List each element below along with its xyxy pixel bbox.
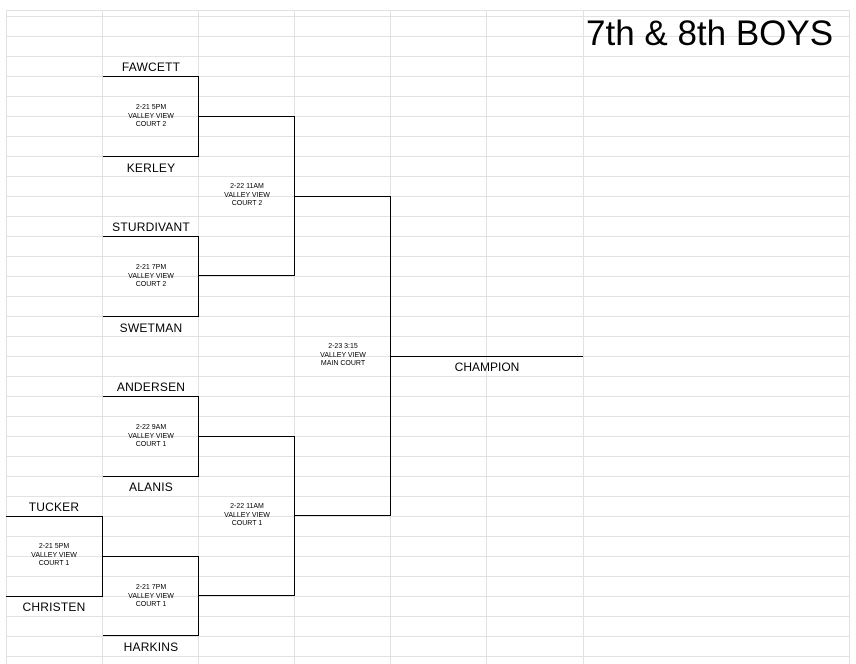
bracket-line <box>103 396 199 397</box>
grid-row-line <box>6 116 850 117</box>
team-fawcett: FAWCETT <box>121 60 181 74</box>
grid-row-line <box>6 296 850 297</box>
grid-row-line <box>6 576 850 577</box>
grid-row-line <box>6 76 850 77</box>
bracket-line <box>6 596 103 597</box>
team-tucker: TUCKER <box>28 500 80 514</box>
team-andersen: ANDERSEN <box>116 380 186 394</box>
grid-col-line <box>102 10 103 664</box>
bracket-line <box>198 396 199 477</box>
bracket-line <box>390 196 391 516</box>
bracket-line <box>103 236 199 237</box>
game-info-r2c: 2-22 9AM VALLEY VIEW COURT 1 <box>128 424 174 449</box>
champion-line <box>391 356 583 357</box>
grid-row-line <box>6 396 850 397</box>
bracket-line <box>103 556 199 557</box>
bracket-line <box>103 156 199 157</box>
grid-col-line <box>486 10 487 664</box>
grid-row-line <box>6 16 850 17</box>
team-christen: CHRISTEN <box>22 600 86 614</box>
game-info-r2a: 2-21 5PM VALLEY VIEW COURT 2 <box>128 104 174 129</box>
bracket-line <box>198 236 199 317</box>
team-kerley: KERLEY <box>126 161 176 175</box>
bracket-line <box>199 436 295 437</box>
grid-row-line <box>6 10 850 11</box>
game-info-r2b: 2-21 7PM VALLEY VIEW COURT 2 <box>128 264 174 289</box>
grid-row-line <box>6 556 850 557</box>
bracket-line <box>199 116 295 117</box>
grid-row-line <box>6 156 850 157</box>
grid-row-line <box>6 196 850 197</box>
grid-row-line <box>6 516 850 517</box>
team-harkins: HARKINS <box>123 640 179 654</box>
bracket-line <box>103 76 199 77</box>
game-info-r1: 2-21 5PM VALLEY VIEW COURT 1 <box>31 543 77 568</box>
grid-row-line <box>6 496 850 497</box>
grid-row-line <box>6 56 850 57</box>
grid-col-line <box>198 10 199 664</box>
team-alanis: ALANIS <box>129 480 173 494</box>
grid-col-line <box>849 10 850 664</box>
bracket-line <box>102 516 103 596</box>
champion-label: CHAMPION <box>454 360 520 374</box>
game-info-final: 2-23 3:15 VALLEY VIEW MAIN COURT <box>320 343 366 368</box>
bracket-line <box>294 116 295 276</box>
bracket-line <box>103 635 199 636</box>
bracket-line <box>103 476 199 477</box>
bracket-line <box>198 556 199 636</box>
grid-row-line <box>6 236 850 237</box>
grid-row-line <box>6 416 850 417</box>
grid-row-line <box>6 436 850 437</box>
game-info-r2d: 2-21 7PM VALLEY VIEW COURT 1 <box>128 584 174 609</box>
team-sturdivant: STURDIVANT <box>112 220 190 234</box>
grid-row-line <box>6 136 850 137</box>
grid-col-line <box>583 10 584 664</box>
bracket-title: 7th & 8th BOYS <box>586 14 834 53</box>
grid-row-line <box>6 596 850 597</box>
bracket-line <box>295 196 391 197</box>
grid-row-line <box>6 476 850 477</box>
grid-row-line <box>6 636 850 637</box>
bracket-line <box>199 595 295 596</box>
bracket-line <box>103 316 199 317</box>
grid-row-line <box>6 36 850 37</box>
grid-row-line <box>6 536 850 537</box>
grid-row-line <box>6 276 850 277</box>
grid-row-line <box>6 376 850 377</box>
grid-row-line <box>6 216 850 217</box>
grid-row-line <box>6 96 850 97</box>
bracket-line <box>199 275 295 276</box>
grid-row-line <box>6 176 850 177</box>
grid-row-line <box>6 256 850 257</box>
team-swetman: SWETMAN <box>119 321 183 335</box>
bracket-line <box>294 436 295 596</box>
grid-col-line <box>294 10 295 664</box>
bracket-line <box>6 516 103 517</box>
grid-row-line <box>6 616 850 617</box>
bracket-line <box>198 76 199 157</box>
grid-row-line <box>6 656 850 657</box>
game-info-semi-b: 2-22 11AM VALLEY VIEW COURT 1 <box>224 503 270 528</box>
grid-row-line <box>6 336 850 337</box>
grid-row-line <box>6 456 850 457</box>
bracket-line <box>295 515 391 516</box>
game-info-semi-a: 2-22 11AM VALLEY VIEW COURT 2 <box>224 183 270 208</box>
grid-col-line <box>6 10 7 664</box>
grid-row-line <box>6 316 850 317</box>
